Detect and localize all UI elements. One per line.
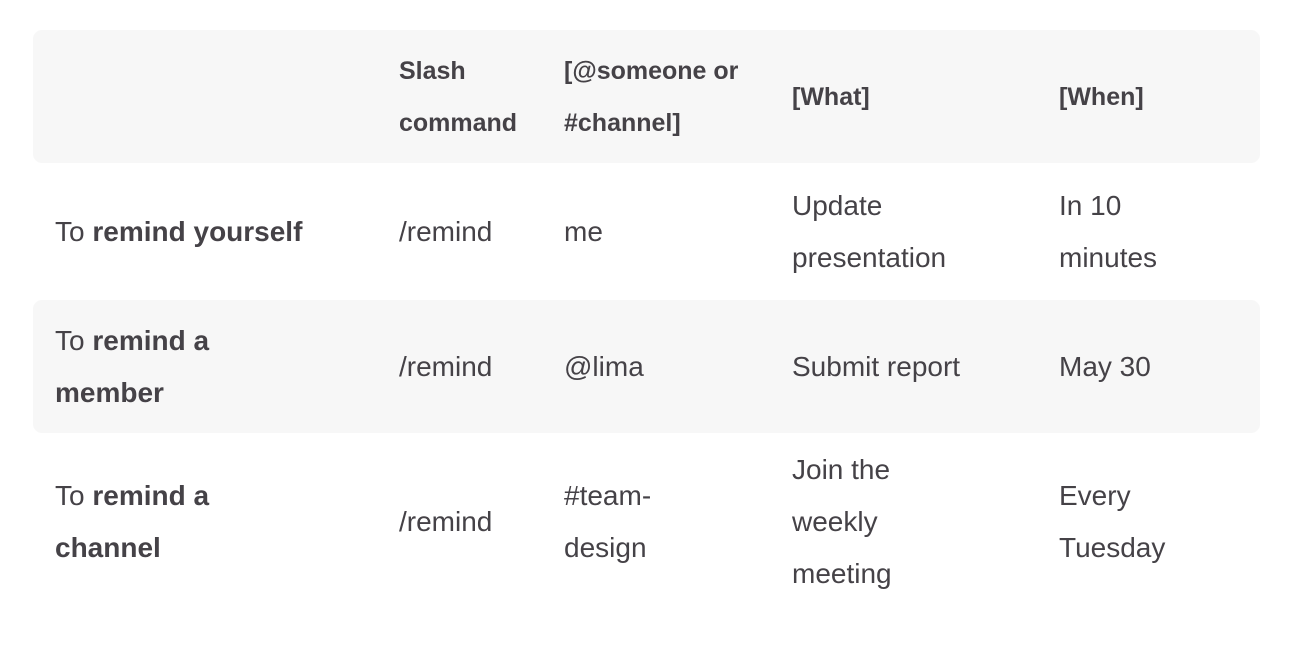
row-when: Every Tuesday — [1059, 480, 1166, 563]
table-header-row: Slash command [@someone or #channel] [Wh… — [33, 30, 1260, 163]
row-when: In 10 minutes — [1059, 189, 1158, 273]
row-target: me — [564, 215, 603, 247]
row-label-bold: remind yourself — [92, 215, 303, 247]
table-row-remind-channel: To remind a channel /remind #team- desig… — [33, 433, 1260, 611]
row-command: /remind — [399, 350, 493, 382]
row-label-prefix: To — [55, 215, 93, 247]
row-label-bold: remind a channel — [55, 480, 210, 563]
header-when: [When] — [1059, 82, 1144, 111]
row-command: /remind — [399, 215, 493, 247]
header-slash-command: Slash command — [399, 56, 518, 137]
table-row-remind-yourself: To remind yourself /remind me Update pre… — [33, 163, 1260, 300]
row-label: To remind a channel — [33, 470, 399, 574]
row-what: Submit report — [792, 350, 961, 382]
row-target: #team- design — [564, 480, 652, 563]
reminder-commands-table: Slash command [@someone or #channel] [Wh… — [33, 30, 1260, 611]
row-when: May 30 — [1059, 350, 1151, 382]
table-row-remind-member: To remind a member /remind @lima Submit … — [33, 300, 1260, 433]
row-label-bold: remind a member — [55, 324, 210, 408]
row-label-prefix: To — [55, 480, 93, 511]
row-label: To remind a member — [33, 315, 399, 419]
header-what: [What] — [792, 82, 870, 111]
row-target: @lima — [564, 350, 644, 382]
row-label: To remind yourself — [33, 206, 399, 258]
row-what: Update presentation — [792, 189, 947, 273]
row-label-prefix: To — [55, 324, 93, 356]
row-command: /remind — [399, 506, 493, 537]
header-target: [@someone or #channel] — [564, 56, 739, 137]
row-what: Join the weekly meeting — [792, 454, 892, 589]
